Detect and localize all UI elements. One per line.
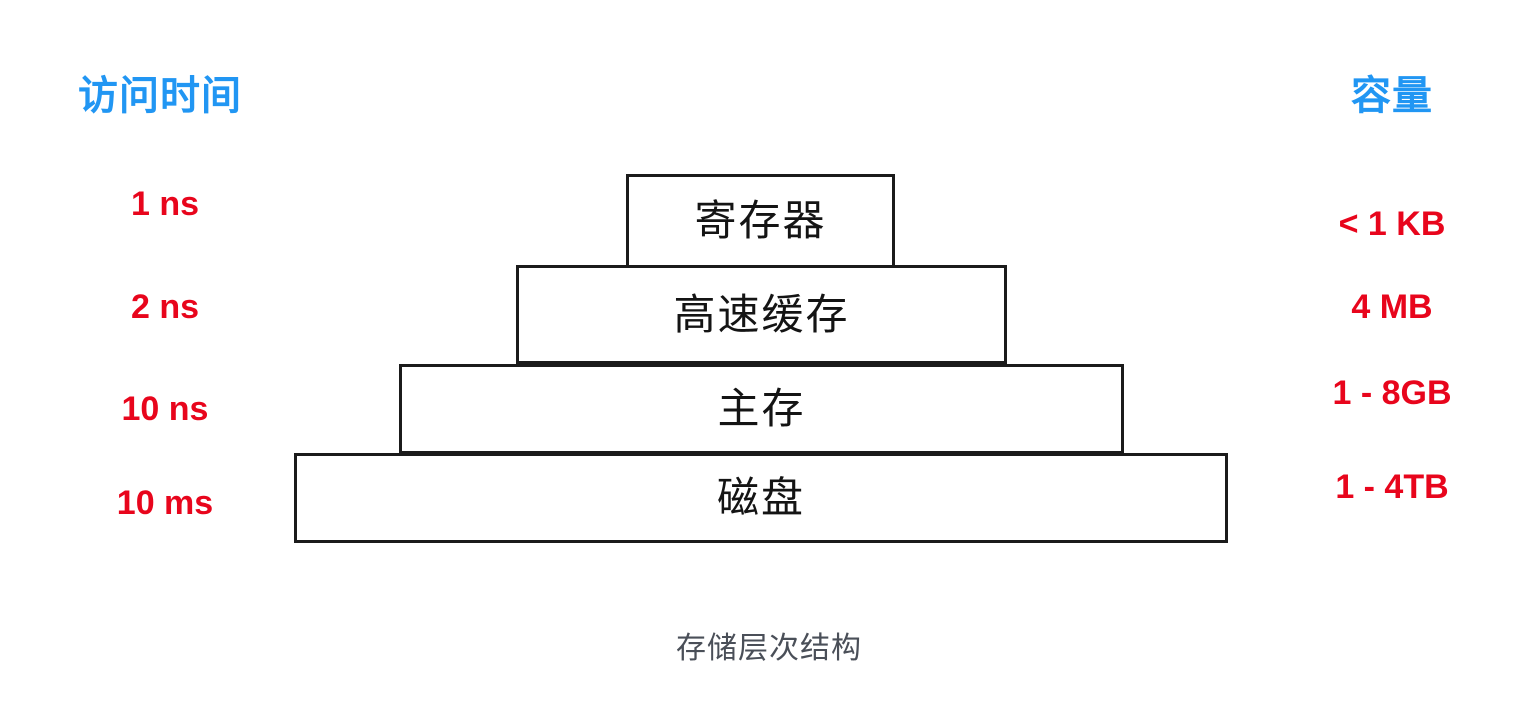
hierarchy-layer-register: 寄存器 <box>626 174 895 268</box>
capacity-value-disk: 1 - 4TB <box>1335 468 1449 506</box>
hierarchy-layer-cache: 高速缓存 <box>516 265 1007 364</box>
access-time-value-register: 1 ns <box>130 185 200 223</box>
hierarchy-layer-label-disk: 磁盘 <box>716 474 805 521</box>
hierarchy-layer-label-main-memory: 主存 <box>717 385 806 432</box>
capacity-column-header: 容量 <box>1351 74 1433 118</box>
capacity-value-register: < 1 KB <box>1338 205 1446 243</box>
hierarchy-layer-label-register: 寄存器 <box>694 197 827 244</box>
hierarchy-layer-disk: 磁盘 <box>294 453 1228 543</box>
figure-caption: 存储层次结构 <box>676 632 862 665</box>
access-time-value-main-memory: 10 ns <box>121 390 209 428</box>
hierarchy-layer-main-memory: 主存 <box>399 364 1124 454</box>
hierarchy-layer-label-cache: 高速缓存 <box>673 290 850 338</box>
capacity-value-cache: 4 MB <box>1351 288 1433 326</box>
access-time-value-cache: 2 ns <box>130 288 200 326</box>
access-time-column-header: 访问时间 <box>78 74 242 118</box>
access-time-value-disk: 10 ms <box>116 484 214 522</box>
capacity-value-main-memory: 1 - 8GB <box>1332 374 1452 412</box>
